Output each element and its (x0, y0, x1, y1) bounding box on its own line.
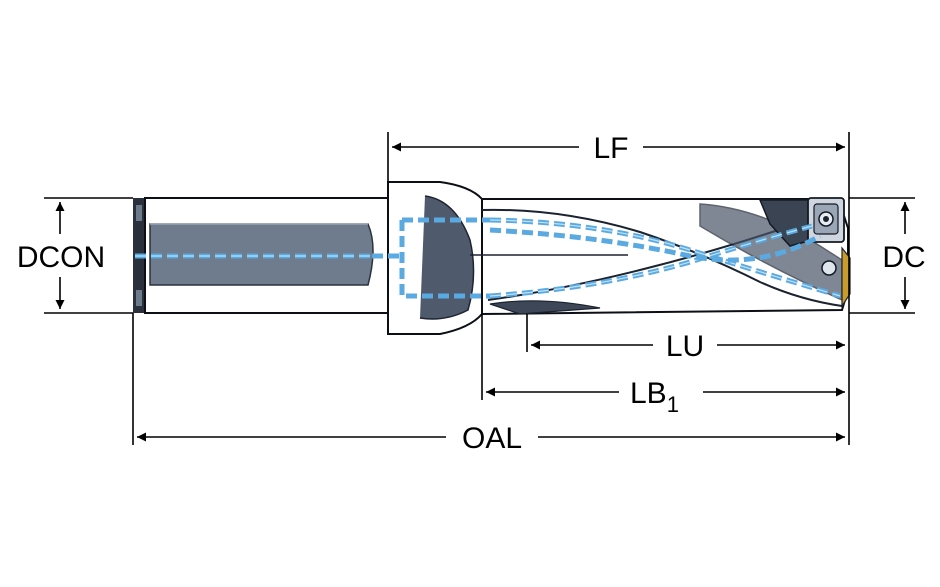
insert-pocket (758, 199, 813, 247)
coolant-channels (135, 217, 841, 299)
flute-4 (489, 300, 601, 315)
lb1-label-main: LB (630, 377, 667, 410)
tip-edge (841, 246, 851, 308)
cutting-insert (807, 197, 845, 243)
lb1-label-subscript: 1 (667, 392, 679, 417)
flange-transition (419, 195, 475, 320)
lb1-label: LB1 (630, 377, 679, 417)
oal-label: OAL (462, 422, 522, 455)
dcon-label: DCON (17, 241, 105, 274)
lu-label: LU (666, 330, 704, 363)
lf-label: LF (593, 132, 628, 165)
drill-tool (133, 181, 851, 335)
coolant-outlet-hole (821, 260, 837, 276)
dc-label: DC (882, 241, 925, 274)
dimension-lines (44, 132, 915, 445)
